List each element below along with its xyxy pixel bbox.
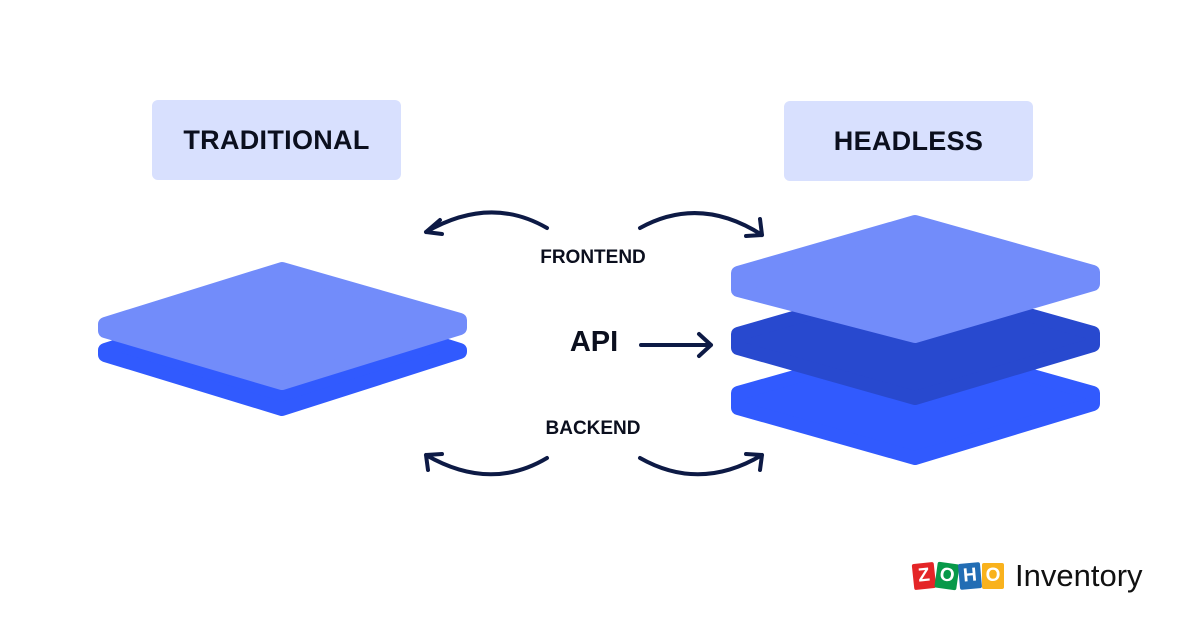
traditional-frontend-layer xyxy=(98,262,467,390)
arrow-frontend-right xyxy=(638,211,764,238)
zoho-inventory-logo: Z O H O Inventory xyxy=(911,558,1143,594)
backend-label: BACKEND xyxy=(545,418,641,439)
api-label: API xyxy=(569,326,619,358)
logo-letter-o2: O xyxy=(982,563,1004,589)
logo-letter-o: O xyxy=(934,561,960,591)
headless-frontend-layer xyxy=(731,215,1100,343)
frontend-label: FRONTEND xyxy=(540,247,646,268)
headless-title: HEADLESS xyxy=(784,101,1033,181)
logo-product-name: Inventory xyxy=(1015,558,1143,593)
arrow-backend-right xyxy=(638,452,764,477)
logo-letter-z: Z xyxy=(911,561,937,591)
logo-letter-h: H xyxy=(957,562,983,590)
traditional-title: TRADITIONAL xyxy=(152,100,401,180)
arrow-backend-left xyxy=(424,452,549,477)
arrow-frontend-left xyxy=(424,210,549,236)
arrow-api xyxy=(639,332,713,358)
